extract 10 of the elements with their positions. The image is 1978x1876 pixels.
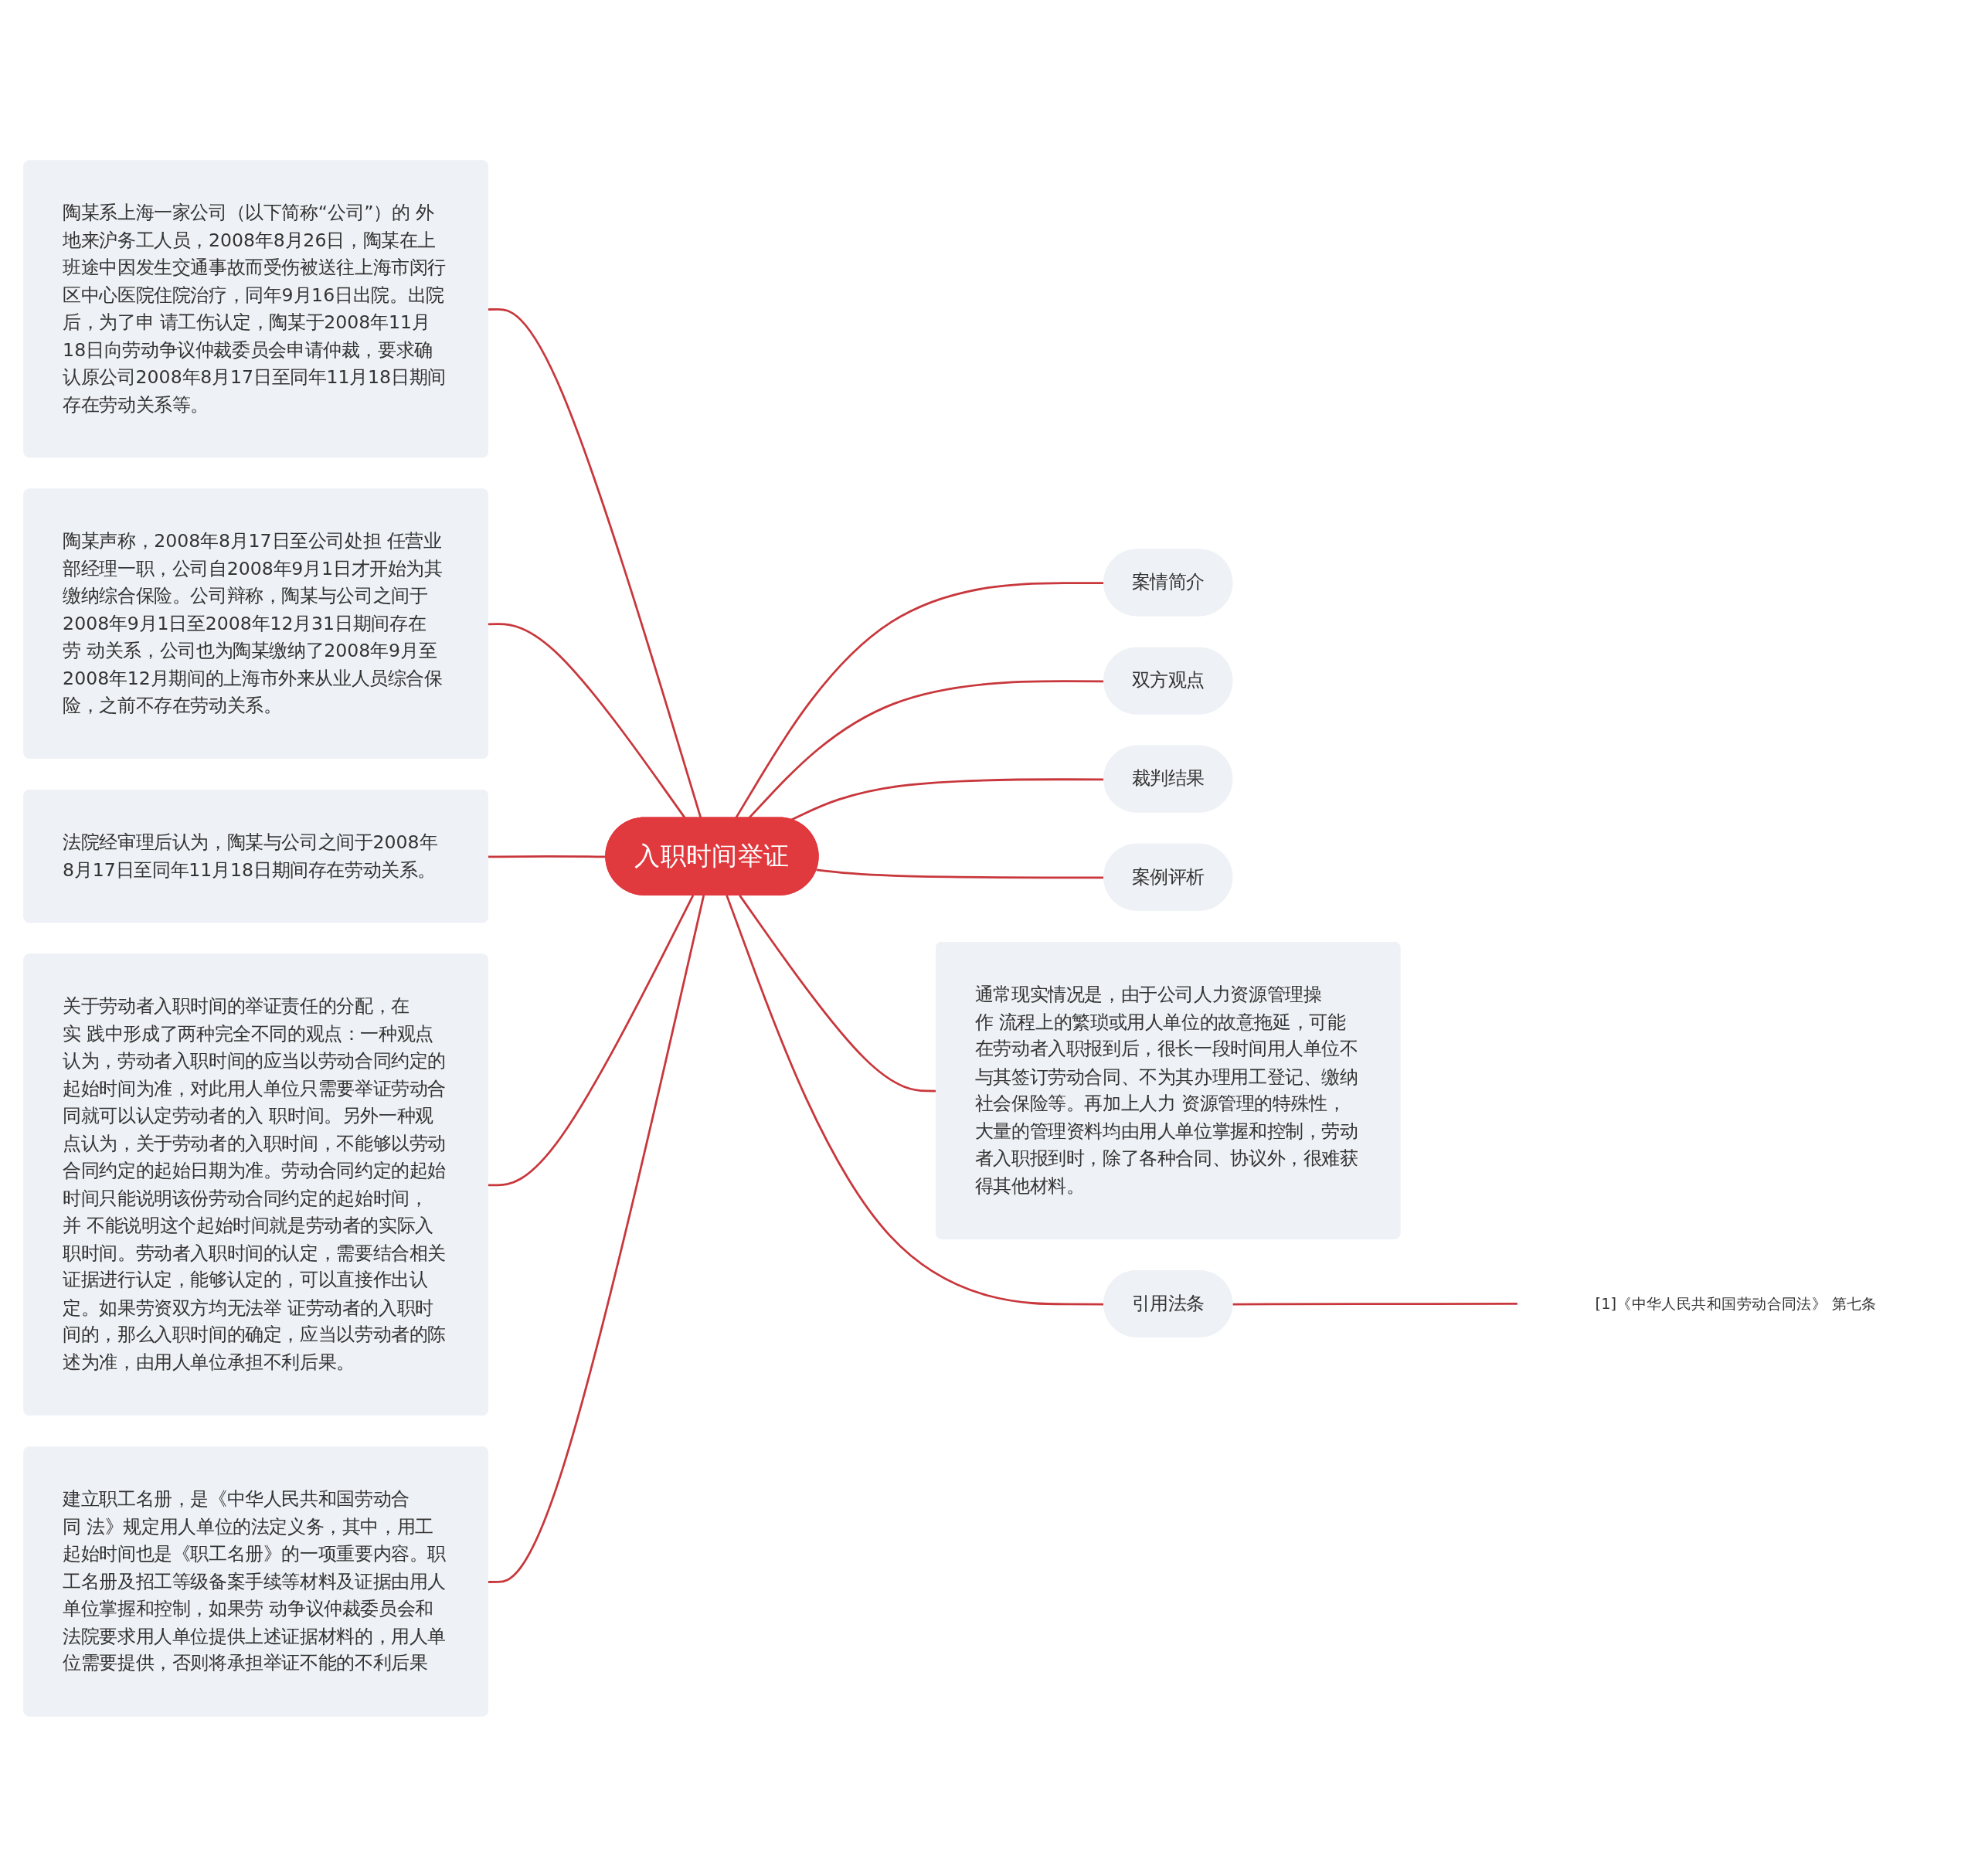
connector <box>488 855 607 858</box>
connector <box>748 679 1105 819</box>
connector <box>488 894 695 1186</box>
connector <box>488 895 705 1583</box>
connector <box>1232 1302 1518 1306</box>
node-text: [1]《中华人民共和国劳动合同法》 第七条 <box>1595 1294 1877 1312</box>
connector <box>488 308 702 818</box>
connector <box>816 868 1105 879</box>
connector <box>790 777 1105 821</box>
connector <box>735 581 1105 819</box>
